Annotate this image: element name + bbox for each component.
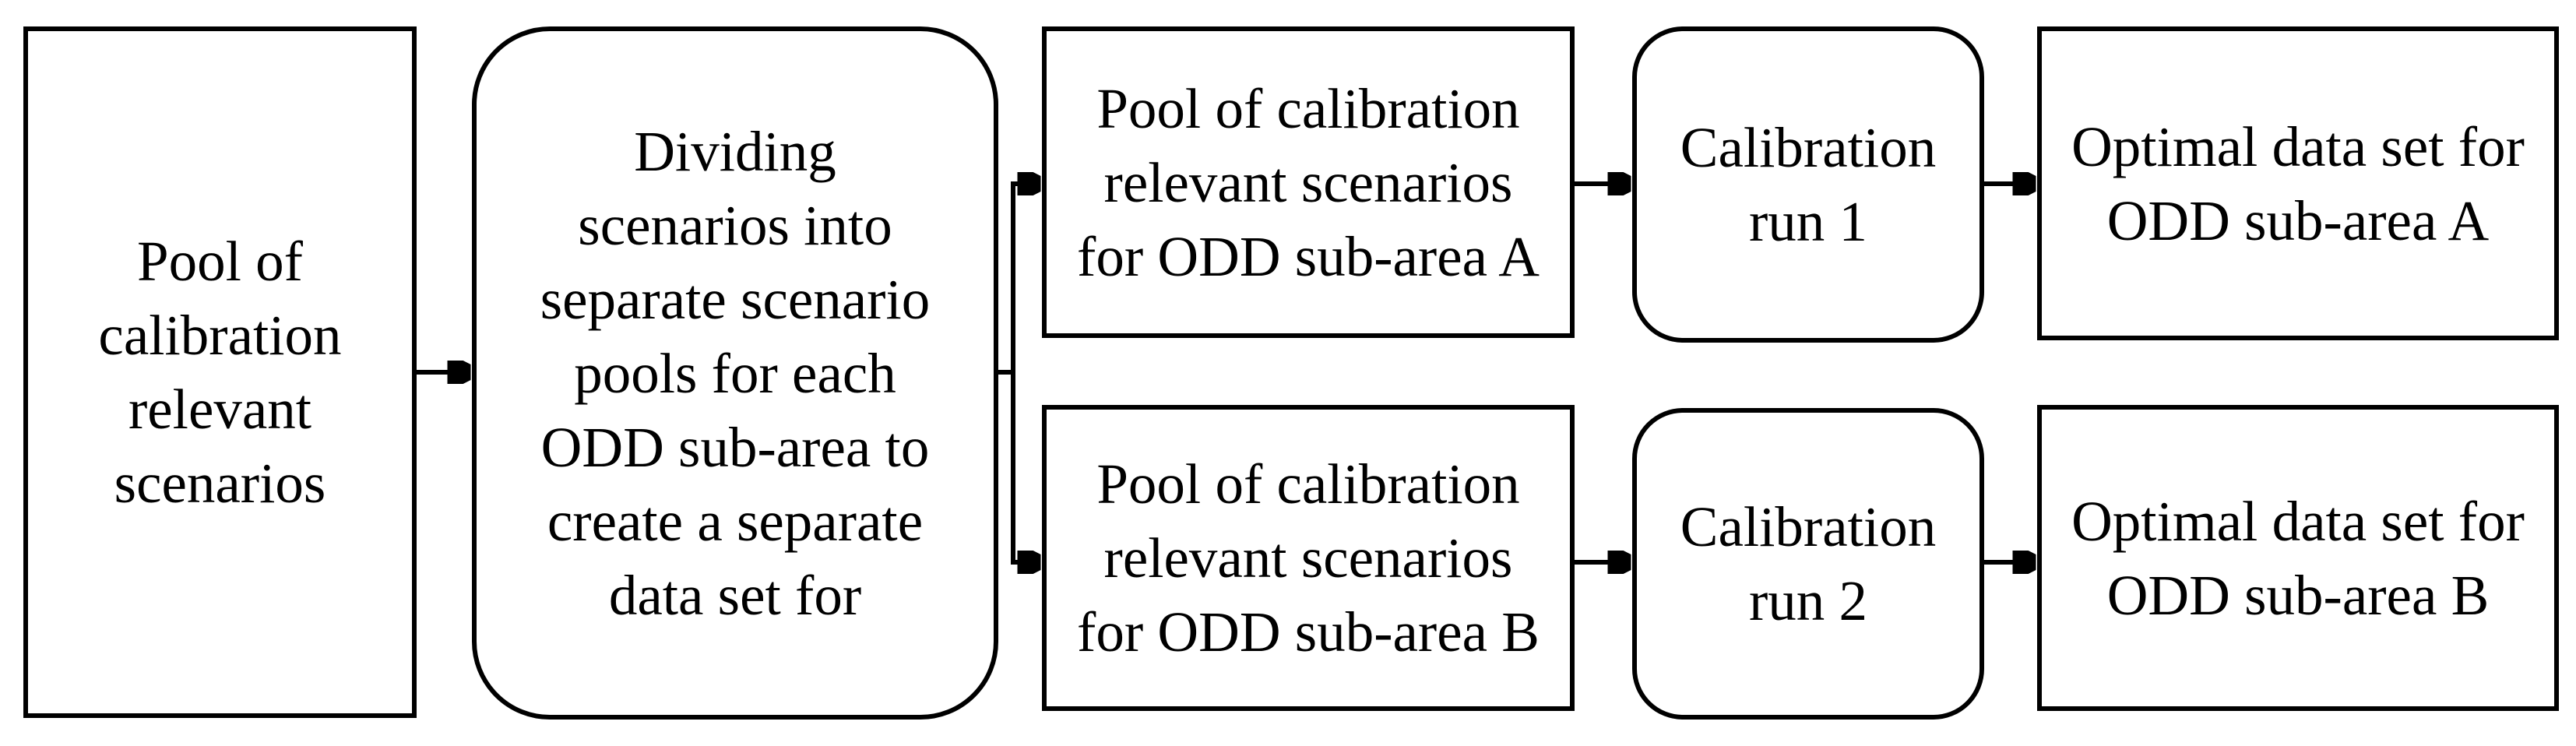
node-pool-sub-area-b: Pool of calibration relevant scenarios f…: [1042, 405, 1575, 711]
node-pool-calibration-scenarios: Pool of calibration relevant scenarios: [23, 26, 417, 718]
arrow-dividing-to-pool-b: [1011, 372, 1037, 562]
node-pool-sub-area-a: Pool of calibration relevant scenarios f…: [1042, 26, 1575, 338]
node-optimal-data-set-b: Optimal data set for ODD sub-area B: [2037, 405, 2559, 711]
node-label: Pool of calibration relevant scenarios f…: [1077, 76, 1540, 288]
node-label: Optimal data set for ODD sub-area A: [2071, 114, 2525, 252]
arrow-dividing-to-pool-a: [1011, 184, 1037, 372]
node-optimal-data-set-a: Optimal data set for ODD sub-area A: [2037, 26, 2559, 340]
node-label: Optimal data set for ODD sub-area B: [2071, 489, 2525, 627]
node-label: Calibration run 2: [1680, 495, 1937, 632]
node-label: Pool of calibration relevant scenarios f…: [1077, 452, 1540, 663]
node-dividing-scenarios: Dividing scenarios into separate scenari…: [472, 26, 998, 720]
node-calibration-run-2: Calibration run 2: [1632, 408, 1984, 720]
node-label: Pool of calibration relevant scenarios: [98, 230, 342, 515]
node-calibration-run-1: Calibration run 1: [1632, 26, 1984, 343]
node-label: Calibration run 1: [1680, 116, 1937, 253]
node-label: Dividing scenarios into separate scenari…: [540, 119, 931, 627]
